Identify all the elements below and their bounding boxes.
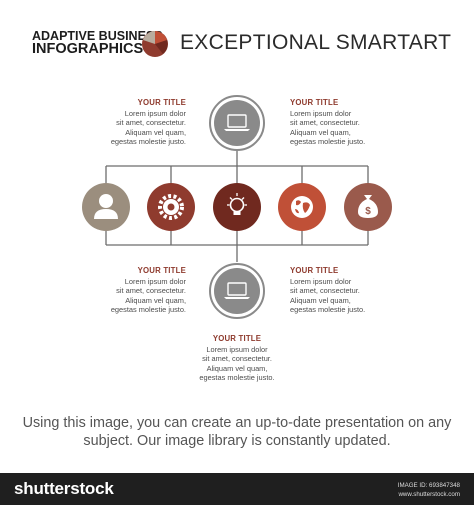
caption-text: Using this image, you can create an up-t… bbox=[22, 415, 452, 449]
laptop-icon bbox=[224, 282, 250, 299]
page-title: EXCEPTIONAL SMARTART bbox=[180, 31, 452, 54]
lightbulb-icon bbox=[227, 193, 247, 215]
text-block-top-right: YOUR TITLE Lorem ipsum dolor sit amet, c… bbox=[290, 98, 400, 146]
block-line: sit amet, consectetur. bbox=[290, 286, 360, 296]
block-line: Aliquam vel quam, bbox=[290, 127, 351, 137]
block-title: YOUR TITLE bbox=[137, 266, 186, 275]
pie-logo-icon bbox=[142, 31, 168, 57]
block-line: Lorem ipsum dolor bbox=[290, 277, 352, 287]
block-line: sit amet, consectetur. bbox=[290, 118, 360, 128]
footer-bar: shutterstock IMAGE ID: 693847348 www.shu… bbox=[0, 473, 474, 505]
node-globe bbox=[278, 183, 326, 231]
shutterstock-logo: shutterstock bbox=[14, 479, 114, 498]
block-line: sit amet, consectetur. bbox=[202, 354, 272, 364]
image-id-info: IMAGE ID: 693847348 www.shutterstock.com bbox=[398, 481, 460, 499]
block-line: Aliquam vel quam, bbox=[206, 363, 268, 373]
block-line: egestas molestie justo. bbox=[199, 372, 275, 382]
block-line: egestas molestie justo. bbox=[110, 304, 186, 314]
node-person bbox=[82, 183, 130, 231]
site-url-line: www.shutterstock.com bbox=[398, 491, 460, 498]
block-line: sit amet, consectetur. bbox=[116, 118, 186, 128]
text-block-top-left: YOUR TITLE Lorem ipsum dolor sit amet, c… bbox=[76, 98, 186, 146]
gear-icon bbox=[158, 194, 184, 220]
text-block-bottom-left: YOUR TITLE Lorem ipsum dolor sit amet, c… bbox=[76, 266, 186, 314]
block-title: YOUR TITLE bbox=[212, 334, 262, 343]
brand-block: ADAPTIVE BUSINESS INFOGRAPHICS bbox=[32, 29, 163, 57]
block-line: egestas molestie justo. bbox=[290, 136, 366, 146]
block-line: Aliquam vel quam, bbox=[125, 127, 186, 137]
block-line: egestas molestie justo. bbox=[110, 136, 186, 146]
block-line: Lorem ipsum dolor bbox=[206, 345, 268, 355]
block-title: YOUR TITLE bbox=[137, 98, 186, 107]
svg-text:$: $ bbox=[365, 206, 371, 217]
block-title: YOUR TITLE bbox=[290, 266, 339, 275]
block-line: Lorem ipsum dolor bbox=[124, 277, 186, 287]
block-line: sit amet, consectetur. bbox=[116, 286, 186, 296]
block-line: Lorem ipsum dolor bbox=[124, 109, 186, 119]
block-title: YOUR TITLE bbox=[290, 98, 339, 107]
hub-top bbox=[209, 95, 265, 151]
image-id-line: IMAGE ID: 693847348 bbox=[397, 482, 460, 489]
text-block-bottom-right: YOUR TITLE Lorem ipsum dolor sit amet, c… bbox=[290, 266, 400, 314]
money-bag-icon: $ bbox=[358, 195, 378, 218]
node-gear bbox=[147, 183, 195, 231]
text-block-bottom-center: YOUR TITLE Lorem ipsum dolor sit amet, c… bbox=[182, 334, 292, 382]
hub-bottom bbox=[209, 263, 265, 319]
block-line: egestas molestie justo. bbox=[290, 304, 366, 314]
block-line: Aliquam vel quam, bbox=[290, 295, 351, 305]
person-icon bbox=[94, 194, 118, 219]
laptop-icon bbox=[224, 114, 250, 131]
node-lightbulb bbox=[213, 183, 261, 231]
brand-line-1: ADAPTIVE BUSINESS bbox=[32, 29, 163, 43]
globe-icon bbox=[291, 196, 313, 218]
node-money-bag: $ bbox=[344, 183, 392, 231]
block-line: Aliquam vel quam, bbox=[125, 295, 186, 305]
block-line: Lorem ipsum dolor bbox=[290, 109, 352, 119]
connector-lines bbox=[105, 149, 369, 262]
brand-line-2: INFOGRAPHICS bbox=[32, 41, 144, 57]
